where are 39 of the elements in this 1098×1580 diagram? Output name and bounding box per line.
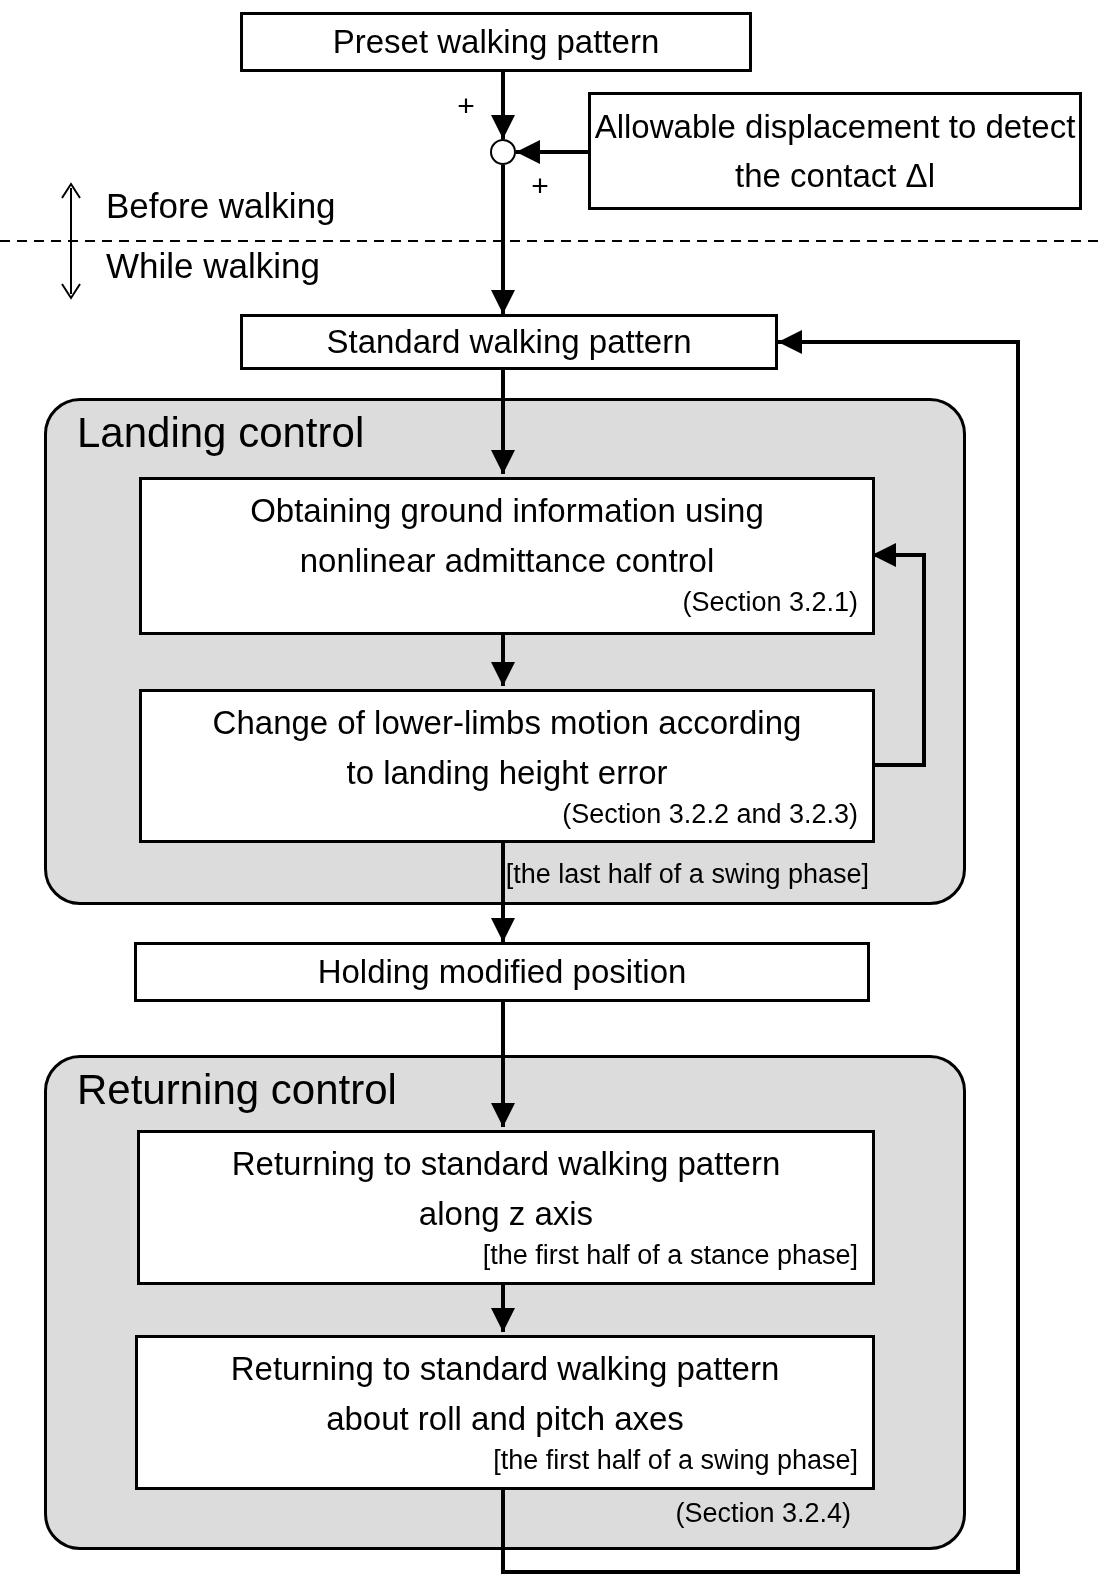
arrow [516,140,588,164]
summing-junction [490,139,516,165]
process-box [588,92,1082,210]
arrow [491,370,515,474]
process-text: Obtaining ground information using nonlinear admittance control [249,491,765,581]
section-note: [the first half of a stance phase] [481,1239,858,1272]
control-group-panel [44,1055,966,1550]
process-box [139,477,875,635]
section-note: (Section 3.2.1) [681,586,858,619]
arrow [491,1282,515,1332]
phase-note: (Section 3.2.4) [675,1498,851,1529]
process-text: Change of lower-limbs motion according to landing height error [211,703,803,793]
arrow [491,165,515,314]
control-group-panel [44,398,966,905]
arrow [491,72,515,139]
group-title: Returning control [77,1066,397,1114]
process-text: Allowable displacement to detect the contact Δl [593,106,1077,196]
process-text: Holding modified position [317,952,687,993]
phase-label: Before walking [106,186,336,226]
process-box [135,1335,875,1490]
process-text: Preset walking pattern [332,22,660,63]
process-text: Standard walking pattern [326,322,692,363]
process-text: Returning to standard walking pattern along z axis [230,1144,782,1234]
process-text: Returning to standard walking pattern about roll and pitch axes [229,1349,781,1439]
process-box [134,942,870,1002]
arrow [491,632,515,686]
arrow [501,330,1020,1574]
process-box [137,1130,875,1285]
phase-label: While walking [106,246,320,286]
process-box [240,314,778,370]
section-note: (Section 3.2.2 and 3.2.3) [561,798,858,831]
process-box [139,689,875,843]
arrow [491,840,515,942]
phase-note: [the last half of a swing phase] [505,859,869,890]
arrow [491,1002,515,1127]
section-note: [the first half of a swing phase] [492,1444,858,1477]
arrow [872,543,926,767]
process-box [240,12,752,72]
group-title: Landing control [77,409,365,457]
